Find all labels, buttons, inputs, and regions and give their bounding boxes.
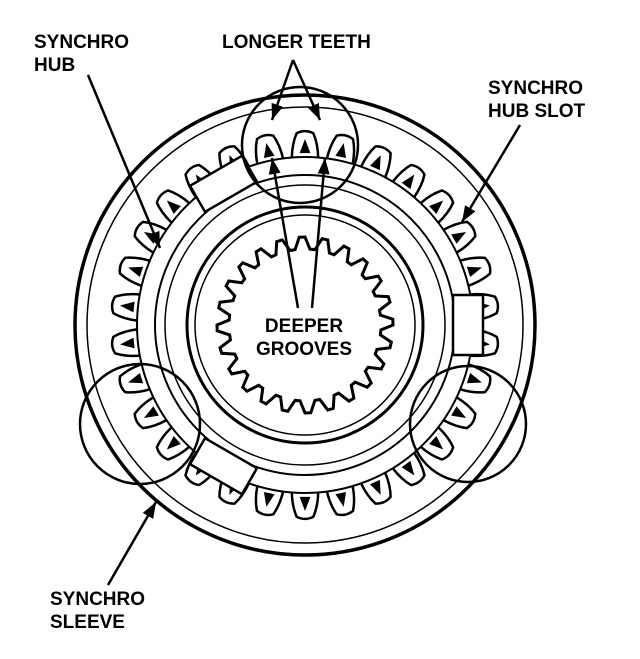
sleeve-tooth bbox=[459, 363, 492, 394]
label-deeper-grooves-line2: GROOVES bbox=[255, 339, 353, 360]
label-synchro-sleeve-line1: SYNCHRO bbox=[50, 589, 146, 610]
sleeve-tooth bbox=[110, 328, 140, 358]
hub-bore-inner-ring bbox=[194, 214, 416, 436]
arrow-synchro-sleeve-head bbox=[142, 502, 156, 519]
hub-slot-notch bbox=[188, 436, 259, 496]
hub-slot bbox=[451, 293, 485, 357]
hub-slot-notch bbox=[188, 154, 259, 214]
sleeve-tooth-shade bbox=[335, 143, 347, 158]
sleeve-tooth-shade bbox=[120, 337, 135, 349]
sleeve-tooth-shade bbox=[429, 436, 444, 450]
arrow-deeper-grooves-right-head bbox=[317, 158, 330, 175]
hub-slot bbox=[188, 436, 259, 496]
arrow-longer-teeth-left-head bbox=[271, 102, 283, 120]
sleeve-tooth bbox=[254, 133, 285, 165]
arrow-synchro-hub-head bbox=[148, 230, 160, 248]
sleeve-tooth-shade bbox=[451, 232, 467, 244]
sleeve-tooth-shade bbox=[401, 174, 415, 190]
label-longer-teeth-text: LONGER TEETH bbox=[222, 32, 371, 53]
sleeve-tooth-shade bbox=[369, 479, 381, 495]
inner-spline-profile bbox=[215, 235, 395, 415]
hub-inner-ring bbox=[164, 184, 446, 466]
sleeve-tooth-shade bbox=[299, 496, 311, 511]
label-synchro-hub-line1: SYNCHRO bbox=[34, 32, 130, 53]
sleeve-tooth bbox=[359, 145, 392, 178]
outer-sleeve-rim bbox=[73, 93, 537, 557]
sleeve-tooth bbox=[459, 256, 492, 287]
sleeve-tooth bbox=[419, 426, 455, 461]
sleeve-tooth bbox=[254, 485, 285, 517]
sleeve-tooth bbox=[391, 163, 426, 198]
label-synchro-hub-line2: HUB bbox=[34, 55, 76, 76]
label-synchro-hub-slot: SYNCHRO HUB SLOT bbox=[488, 77, 585, 123]
arrow-longer-teeth-right-head bbox=[307, 102, 320, 120]
sleeve-tooth bbox=[325, 485, 356, 517]
sleeve-tooth-shade bbox=[263, 492, 275, 507]
sleeve-tooth-shade bbox=[466, 266, 482, 278]
arrow-deeper-grooves-left bbox=[270, 157, 300, 309]
longer-teeth-callout-circle bbox=[240, 85, 360, 205]
sleeve-tooth bbox=[118, 363, 151, 394]
arrow-synchro-hub-slot bbox=[460, 124, 522, 223]
label-deeper-grooves-line1: DEEPER bbox=[264, 316, 344, 337]
sleeve-tooth-shade bbox=[128, 372, 144, 384]
sleeve-inner-rim bbox=[86, 106, 524, 544]
sleeve-tooth-shade bbox=[451, 406, 467, 418]
sleeve-tooth-shade bbox=[401, 460, 415, 476]
label-synchro-sleeve-line2: SLEEVE bbox=[50, 612, 125, 633]
sleeve-tooth-shade bbox=[263, 143, 275, 158]
label-deeper-grooves: DEEPER GROOVES bbox=[244, 315, 364, 361]
sleeve-tooth-shade bbox=[369, 155, 381, 171]
label-synchro-hub-slot-line1: SYNCHRO bbox=[488, 78, 584, 99]
sleeve-tooth bbox=[419, 189, 455, 224]
arrow-synchro-hub bbox=[86, 74, 162, 249]
sleeve-tooth bbox=[155, 426, 191, 461]
sleeve-tooth-shade bbox=[429, 200, 444, 214]
label-synchro-sleeve: SYNCHRO SLEEVE bbox=[50, 588, 145, 634]
sleeve-tooth bbox=[133, 220, 168, 254]
sleeve-tooth-shade bbox=[166, 200, 181, 214]
arrow-deeper-grooves-left-head bbox=[268, 158, 281, 175]
sleeve-tooth-shade bbox=[299, 139, 311, 154]
arrow-deeper-grooves-right bbox=[310, 157, 327, 309]
sleeve-tooth bbox=[118, 256, 151, 287]
sleeve-tooth bbox=[290, 129, 320, 158]
sleeve-tooth-shade bbox=[120, 301, 135, 313]
hub-slot-notch bbox=[451, 293, 485, 357]
arrow-synchro-hub-slot-head bbox=[462, 205, 476, 222]
slot-callout-circle bbox=[408, 364, 528, 484]
sleeve-tooth bbox=[442, 396, 477, 430]
sleeve-callout-circle bbox=[78, 362, 202, 486]
sleeve-tooth-shade bbox=[166, 436, 181, 450]
sleeve-tooth bbox=[290, 492, 320, 521]
sleeve-tooth-shade bbox=[335, 492, 347, 507]
sleeve-tooth-shade bbox=[128, 266, 144, 278]
label-longer-teeth: LONGER TEETH bbox=[222, 31, 371, 54]
hub-slot bbox=[188, 154, 259, 214]
sleeve-tooth bbox=[391, 452, 426, 487]
sleeve-tooth-shade bbox=[143, 406, 159, 418]
sleeve-tooth bbox=[442, 220, 477, 254]
sleeve-tooth bbox=[110, 292, 140, 322]
hub-bore-ring bbox=[185, 205, 425, 445]
sleeve-tooth bbox=[133, 396, 168, 430]
sleeve-tooth bbox=[359, 472, 392, 505]
sleeve-tooth bbox=[155, 189, 191, 224]
label-synchro-hub-slot-line2: HUB SLOT bbox=[488, 101, 586, 122]
sleeve-tooth bbox=[325, 133, 356, 165]
sleeve-tooth-shade bbox=[466, 372, 482, 384]
label-synchro-hub: SYNCHRO HUB bbox=[34, 31, 129, 77]
